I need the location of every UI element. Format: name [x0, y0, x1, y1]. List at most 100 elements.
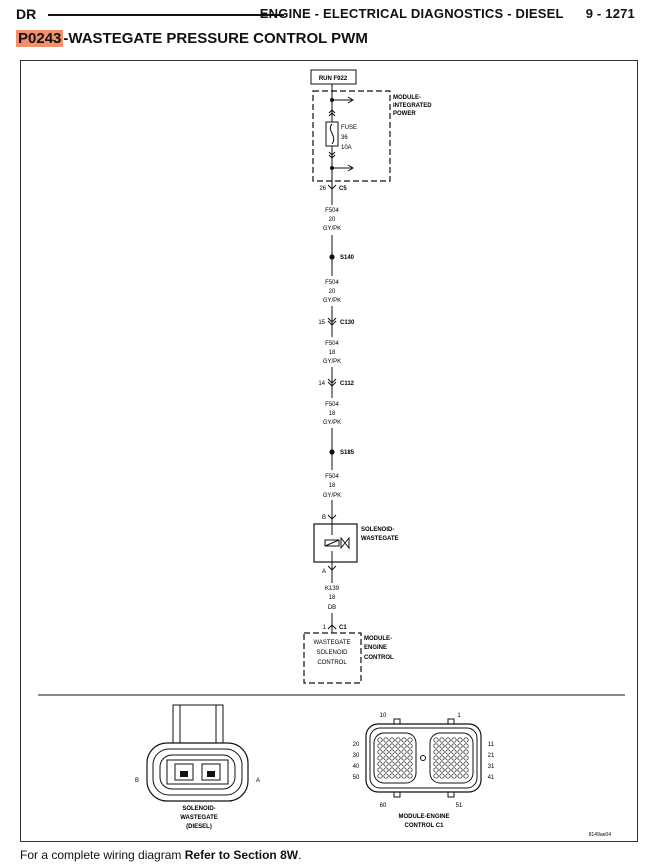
svg-text:GY/PK: GY/PK [323, 493, 341, 499]
solenoid-label-2: WASTEGATE [361, 536, 399, 542]
dtc-code: P0243 [16, 30, 64, 47]
ecm-pin-cavity [383, 755, 389, 761]
ecm-pin-cavity [439, 743, 445, 749]
ecm-pin-cavity [445, 767, 451, 773]
svg-text:11: 11 [488, 742, 495, 748]
c130-name: C130 [340, 320, 355, 326]
ecm-pin-cavity [395, 767, 401, 773]
ecm-pin-cavity [389, 755, 395, 761]
ecm-pin-cavity [445, 743, 451, 749]
ecm-pin-cavity [377, 755, 383, 761]
ecm-pin-cavity [395, 737, 401, 743]
ecm-pin-cavity [433, 761, 439, 767]
svg-text:41: 41 [488, 775, 495, 781]
ecm-pin-cavity [439, 749, 445, 755]
fuse-label-3: 10A [341, 145, 352, 151]
page-title: P0243-WASTEGATE PRESSURE CONTROL PWM [16, 30, 368, 47]
ecm-pin-cavity [383, 767, 389, 773]
c130-pin: 15 [318, 320, 325, 326]
ecm-pin-cavity [377, 737, 383, 743]
diagram-frame [20, 60, 638, 842]
ecm-pin-cavity [377, 761, 383, 767]
ecm-pin-cavity [439, 761, 445, 767]
ecm-pin-cavity [439, 755, 445, 761]
ecm-pin-cavity [457, 737, 463, 743]
ecm-pin-cavity [395, 761, 401, 767]
svg-text:31: 31 [488, 764, 495, 770]
svg-text:GY/PK: GY/PK [323, 226, 341, 232]
ecm-pin-cavity [457, 761, 463, 767]
ecm-pin-cavity [407, 767, 413, 773]
footer-link[interactable]: Refer to Section 8W [184, 848, 299, 862]
ecm-pin-cavity [457, 767, 463, 773]
svg-text:F504: F504 [325, 474, 339, 480]
ecm-internal-2: SOLENOID [316, 650, 348, 656]
c5-name: C5 [339, 186, 347, 192]
ecm-pin-cavity [451, 761, 457, 767]
header-section: DR [16, 6, 37, 22]
ecm-pin-cavity [451, 749, 457, 755]
ecm-pin-cavity [383, 773, 389, 779]
svg-text:18: 18 [329, 595, 336, 601]
pin-a: A [322, 569, 326, 575]
pin-b: B [322, 515, 326, 521]
ecm-pin-cavity [407, 737, 413, 743]
ecm-pin-cavity [389, 761, 395, 767]
ecm-pin-cavity [407, 761, 413, 767]
ecm-pin-60: 60 [380, 803, 387, 809]
ecm-pin-cavity [401, 737, 407, 743]
ecm-pin-cavity [377, 773, 383, 779]
sol-pin-right: A [256, 778, 260, 784]
sol-conn-label-3: (DIESEL) [186, 824, 212, 830]
ecm-pin-cavity [389, 767, 395, 773]
ecm-pin-cavity [463, 767, 469, 773]
ecm-pin-cavity [433, 743, 439, 749]
ecm-pin-cavity [439, 737, 445, 743]
c1-pin: 1 [323, 625, 327, 631]
ecm-label-3: CONTROL [364, 655, 394, 661]
ecm-pin-cavity [463, 761, 469, 767]
footer-prefix: For a complete wiring diagram [20, 848, 185, 862]
footer-note: For a complete wiring diagram Refer to S… [20, 848, 301, 862]
ecm-pin-cavity [383, 761, 389, 767]
ecm-pin-cavity [451, 743, 457, 749]
svg-text:GY/PK: GY/PK [323, 359, 341, 365]
sol-pin-left: B [135, 778, 139, 784]
ecm-pin-cavity [451, 773, 457, 779]
svg-text:20: 20 [353, 742, 360, 748]
ecm-connector-view [365, 718, 482, 798]
ecm-pin-cavity [407, 743, 413, 749]
svg-text:18: 18 [329, 350, 336, 356]
svg-text:F504: F504 [325, 402, 339, 408]
ecm-pin-10: 10 [380, 713, 387, 719]
fuse-label-1: FUSE [341, 125, 357, 131]
ecm-pin-cavity [439, 773, 445, 779]
ecm-conn-label-1: MODULE-ENGINE [399, 814, 450, 820]
s140-label: S140 [340, 255, 355, 261]
ecm-pin-cavity [463, 737, 469, 743]
s185-splice [329, 449, 335, 455]
svg-text:F504: F504 [325, 341, 339, 347]
svg-text:30: 30 [353, 753, 360, 759]
header-page: 9 - 1271 [585, 6, 635, 21]
ecm-pin-cavity [445, 761, 451, 767]
ecm-pin-cavity [407, 749, 413, 755]
ecm-conn-label-2: CONTROL C1 [405, 823, 445, 829]
ecm-pin-cavity [395, 755, 401, 761]
ecm-pin-cavity [439, 767, 445, 773]
svg-text:GY/PK: GY/PK [323, 420, 341, 426]
svg-text:GY/PK: GY/PK [323, 298, 341, 304]
c1-name: C1 [339, 625, 347, 631]
solenoid-connector-view [146, 704, 249, 802]
ecm-pin-1: 1 [457, 713, 461, 719]
svg-text:F504: F504 [325, 208, 339, 214]
svg-text:50: 50 [353, 775, 360, 781]
svg-text:40: 40 [353, 764, 360, 770]
ecm-pin-cavity [377, 743, 383, 749]
dtc-title: -WASTEGATE PRESSURE CONTROL PWM [63, 30, 368, 47]
ecm-pin-cavity [457, 773, 463, 779]
ecm-pin-cavity [451, 737, 457, 743]
ecm-pin-cavity [377, 767, 383, 773]
ecm-pin-cavity [433, 737, 439, 743]
